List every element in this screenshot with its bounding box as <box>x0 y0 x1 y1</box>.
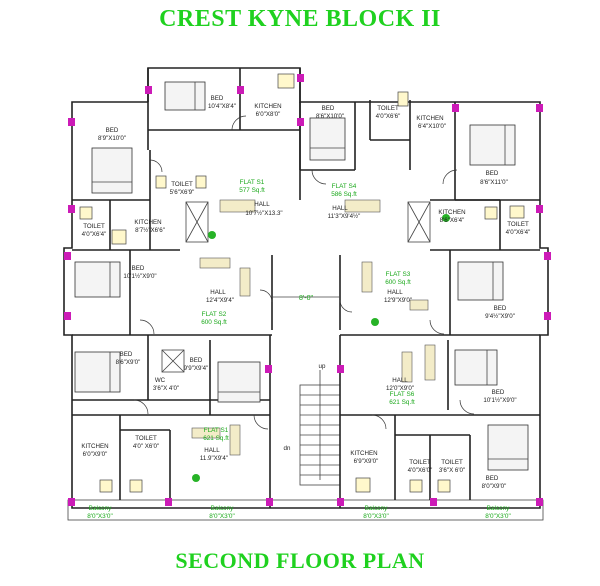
svg-text:8'6"X6'4": 8'6"X6'4" <box>440 217 465 224</box>
svg-text:6'0"X8'0": 6'0"X8'0" <box>256 111 281 118</box>
corridor-width-label: 8'-0" <box>299 295 313 302</box>
living-furniture <box>191 199 436 456</box>
stair-up-label: up <box>319 363 326 370</box>
svg-text:577 Sq.ft: 577 Sq.ft <box>239 187 265 194</box>
room-toilet-left-mid: TOILET <box>83 223 105 230</box>
room-bed-top-left: BED <box>211 95 224 102</box>
flat-s3: FLAT S3 <box>386 271 411 278</box>
room-toilet-bottom-left: TOILET <box>135 435 157 442</box>
plan-subtitle: SECOND FLOOR PLAN <box>175 548 425 573</box>
svg-text:4'0"X6'0": 4'0"X6'0" <box>408 467 433 474</box>
svg-text:621 Sq.ft: 621 Sq.ft <box>389 399 415 406</box>
svg-text:8'6"X11'0": 8'6"X11'0" <box>480 179 508 186</box>
room-bed-right-s3: BED <box>494 305 507 312</box>
room-kitchen-bottom-left: KITCHEN <box>81 443 108 450</box>
flat-s4: FLAT S4 <box>332 183 357 190</box>
room-toilet-left-upper: TOILET <box>171 181 193 188</box>
bed-furniture <box>74 81 529 471</box>
stair-down-label: dn <box>284 445 291 452</box>
flat-s1-bottom: FLAT S1 <box>204 427 229 434</box>
balcony-1: Balcony <box>89 505 113 512</box>
svg-text:600 Sq.ft: 600 Sq.ft <box>201 319 227 326</box>
svg-text:8'0"X9'0": 8'0"X9'0" <box>482 483 507 490</box>
room-hall-s1: HALL <box>254 201 270 208</box>
fixtures <box>79 73 525 493</box>
svg-text:8'7½"X6'6": 8'7½"X6'6" <box>135 227 165 234</box>
svg-text:4'0"X6'4": 4'0"X6'4" <box>82 231 107 238</box>
doors <box>133 115 475 430</box>
room-bed-bottom-right: BED <box>486 475 499 482</box>
room-hall-s1-bottom: HALL <box>204 447 220 454</box>
flat-labels: FLAT S1 577 Sq.ft FLAT S4 586 Sq.ft FLAT… <box>201 179 415 442</box>
room-bed-left-lower-b: BED <box>190 357 203 364</box>
svg-text:5'6"X6'9": 5'6"X6'9" <box>170 189 195 196</box>
svg-text:8'0"X3'0": 8'0"X3'0" <box>87 513 112 520</box>
room-hall-s4: HALL <box>332 205 348 212</box>
staircase <box>300 370 340 480</box>
svg-text:11.9"X9'4": 11.9"X9'4" <box>200 455 228 462</box>
structural-columns <box>64 74 551 506</box>
svg-text:10'1½"X9'0": 10'1½"X9'0" <box>123 273 156 280</box>
svg-text:10'4"X8'4": 10'4"X8'4" <box>208 103 236 110</box>
svg-text:6'0"X9'0": 6'0"X9'0" <box>83 451 108 458</box>
svg-text:621 Sq.ft: 621 Sq.ft <box>203 435 229 442</box>
balcony-3: Balcony <box>365 505 389 512</box>
room-kitchen-right-mid: KITCHEN <box>438 209 465 216</box>
drawing-title: CREST KYNE BLOCK II <box>159 6 441 32</box>
svg-text:12'0"X9'0": 12'0"X9'0" <box>386 385 414 392</box>
svg-text:12'4"X9'4": 12'4"X9'4" <box>206 297 234 304</box>
room-hall-s3: HALL <box>387 289 403 296</box>
svg-text:10'7½"X13.3": 10'7½"X13.3" <box>245 210 282 217</box>
room-kitchen-left-mid: KITCHEN <box>134 219 161 226</box>
plant-icons <box>192 214 450 482</box>
room-hall-s2: HALL <box>210 289 226 296</box>
svg-text:10'1½"X9'0": 10'1½"X9'0" <box>483 397 516 404</box>
svg-text:8'0"X3'0": 8'0"X3'0" <box>363 513 388 520</box>
balcony-labels: Balcony 8'0"X3'0" Balcony 8'0"X3'0" Balc… <box>87 505 510 520</box>
room-toilet-top-mid: TOILET <box>377 105 399 112</box>
balcony-2: Balcony <box>211 505 235 512</box>
svg-text:3'6"X 6'0": 3'6"X 6'0" <box>439 467 465 474</box>
svg-text:8'9"X10'0": 8'9"X10'0" <box>98 135 126 142</box>
svg-text:8'0"X3'0": 8'0"X3'0" <box>209 513 234 520</box>
room-bed-left-lower-a: BED <box>120 351 133 358</box>
room-bed-right-upper: BED <box>486 170 499 177</box>
svg-text:4'0"X6'6": 4'0"X6'6" <box>376 113 401 120</box>
balcony-4: Balcony <box>487 505 511 512</box>
room-bed-left-s2: BED <box>132 265 145 272</box>
flat-s1-top: FLAT S1 <box>240 179 265 186</box>
svg-text:12'9"X9'0": 12'9"X9'0" <box>384 297 412 304</box>
svg-text:3'6"X 4'0": 3'6"X 4'0" <box>153 385 179 392</box>
svg-text:600 Sq.ft: 600 Sq.ft <box>385 279 411 286</box>
svg-text:4'0" X6'0": 4'0" X6'0" <box>133 443 159 450</box>
flat-s2: FLAT S2 <box>202 311 227 318</box>
room-toilet-right-mid: TOILET <box>507 221 529 228</box>
room-bed-top-mid: BED <box>322 105 335 112</box>
svg-text:6'4"X10'0": 6'4"X10'0" <box>418 123 446 130</box>
room-kitchen-top-right: KITCHEN <box>416 115 443 122</box>
svg-text:8'6"X9'0": 8'6"X9'0" <box>116 359 141 366</box>
room-bed-left-upper: BED <box>106 127 119 134</box>
svg-text:4'0"X6'4": 4'0"X6'4" <box>506 229 531 236</box>
svg-text:586 Sq.ft: 586 Sq.ft <box>331 191 357 198</box>
svg-text:9'9"X9'4": 9'9"X9'4" <box>184 365 209 372</box>
room-bed-right-s6: BED <box>492 389 505 396</box>
svg-text:8'6"X10'0": 8'6"X10'0" <box>316 113 344 120</box>
svg-text:6'9"X9'0": 6'9"X9'0" <box>354 458 379 465</box>
room-toilet-bottom-right-b: TOILET <box>441 459 463 466</box>
room-kitchen-bottom-right: KITCHEN <box>350 450 377 457</box>
room-kitchen-top-left: KITCHEN <box>254 103 281 110</box>
room-toilet-bottom-right-a: TOILET <box>409 459 431 466</box>
svg-text:9'4½"X9'0": 9'4½"X9'0" <box>485 313 515 320</box>
room-labels: BED 10'4"X8'4" KITCHEN 6'0"X8'0" BED 8'6… <box>81 95 530 490</box>
room-wc-lower: WC <box>155 377 166 384</box>
svg-text:11'3"X9'4½": 11'3"X9'4½" <box>328 213 361 220</box>
svg-text:8'0"X3'0": 8'0"X3'0" <box>485 513 510 520</box>
room-hall-s6: HALL <box>392 377 408 384</box>
flat-s6: FLAT S6 <box>390 391 415 398</box>
